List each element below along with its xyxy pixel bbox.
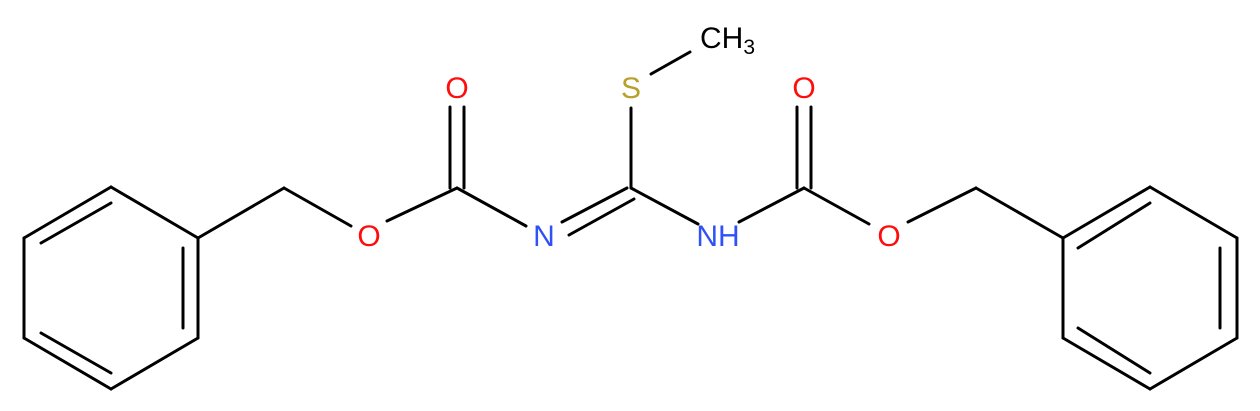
atom-s-thio: S bbox=[621, 72, 641, 105]
left-benzene-ring bbox=[22, 185, 200, 391]
atom-n-imine: N bbox=[533, 220, 555, 253]
atom-o-carbonyl-left: O bbox=[445, 72, 468, 105]
atom-o-ester-right: O bbox=[877, 220, 900, 253]
methyl-subscript-3: 3 bbox=[743, 36, 755, 59]
right-benzene-ring bbox=[1061, 185, 1239, 391]
atom-nh-amine: NH bbox=[696, 220, 739, 253]
right-carbamate-chain bbox=[737, 105, 1065, 240]
methyl-ch-label: CH bbox=[700, 22, 743, 55]
atom-o-carbonyl-right: O bbox=[792, 72, 815, 105]
atom-o-ester-left: O bbox=[357, 220, 380, 253]
central-core bbox=[560, 50, 700, 237]
atom-ch3-methyl: CH3 bbox=[700, 22, 755, 59]
left-carbamate-chain bbox=[196, 105, 528, 240]
